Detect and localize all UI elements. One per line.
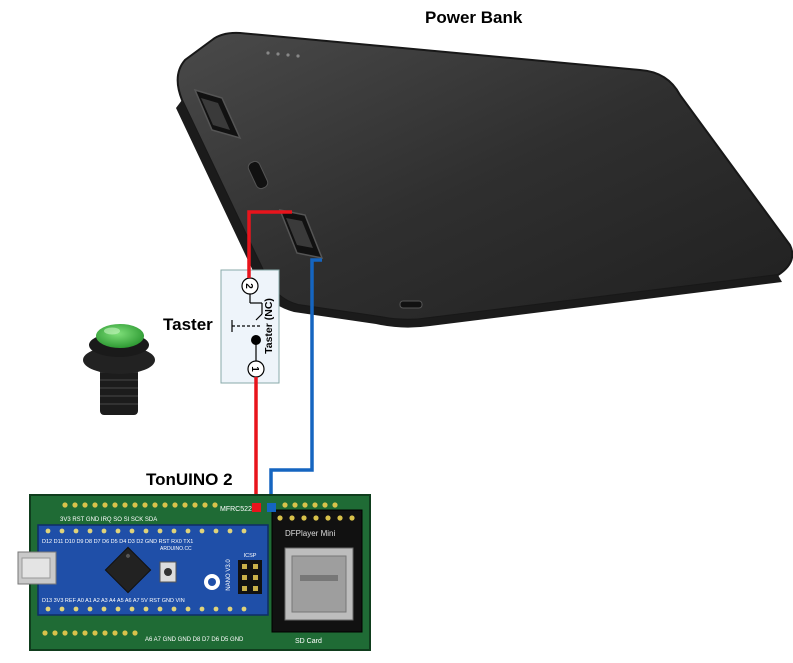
sd-card-slot [284, 547, 354, 621]
bottom-header-holes [42, 630, 138, 636]
arduino-nano: D12 D11 D10 D9 D8 D7 D6 D5 D4 D3 D2 GND … [17, 524, 269, 616]
switch-box: 2 1 Taster (NC) [220, 269, 280, 384]
top-header-holes [62, 502, 338, 508]
tonuino-board: MFRC522 3V3 RST GND IRQ SO SI SCK SDA D1… [17, 494, 371, 651]
usb-port-2 [278, 208, 324, 260]
push-button [83, 324, 155, 415]
nano-brand-label: ARDUINO.CC [160, 546, 192, 552]
tonuino-label: TonUINO 2 [146, 470, 233, 489]
switch-node [251, 335, 261, 345]
aux-pin-labels: A6 A7 GND GND D8 D7 D6 D5 GND [145, 637, 244, 643]
icsp-header: ICSP [238, 553, 262, 594]
power-bank [176, 31, 793, 328]
negative-wire [269, 258, 322, 508]
sd-card-label: SD Card [295, 638, 322, 645]
power-bank-label: Power Bank [425, 8, 523, 27]
nano-top-pin-labels: D12 D11 D10 D9 D8 D7 D6 D5 D4 D3 D2 GND … [42, 539, 193, 545]
usb-port-1 [193, 88, 242, 140]
negative-pin [267, 503, 276, 512]
usb-c-port [247, 160, 269, 190]
nano-bottom-pin-labels: D13 3V3 REF A0 A1 A2 A3 A4 A5 A6 A7 5V R… [42, 598, 185, 604]
taster-label: Taster [163, 315, 213, 334]
nano-model-label: NANO V3.0 [226, 559, 232, 591]
positive-wire-top [247, 210, 292, 278]
pin-2-label: 2 [243, 283, 254, 289]
positive-pin [252, 503, 261, 512]
icsp-label: ICSP [244, 553, 257, 559]
switch-type-label: Taster (NC) [263, 298, 275, 354]
pin-1-label: 1 [249, 366, 260, 372]
dfplayer-mini: DFPlayer Mini [271, 509, 363, 633]
micro-usb-port [399, 300, 423, 309]
rfid-header-label: MFRC522 [220, 506, 252, 513]
dfplayer-label: DFPlayer Mini [285, 529, 335, 538]
microcontroller-chip [104, 546, 152, 594]
led-indicators [266, 51, 300, 58]
mini-usb-connector [17, 551, 57, 585]
wires [247, 210, 322, 508]
rfid-pin-labels: 3V3 RST GND IRQ SO SI SCK SDA [60, 517, 157, 523]
